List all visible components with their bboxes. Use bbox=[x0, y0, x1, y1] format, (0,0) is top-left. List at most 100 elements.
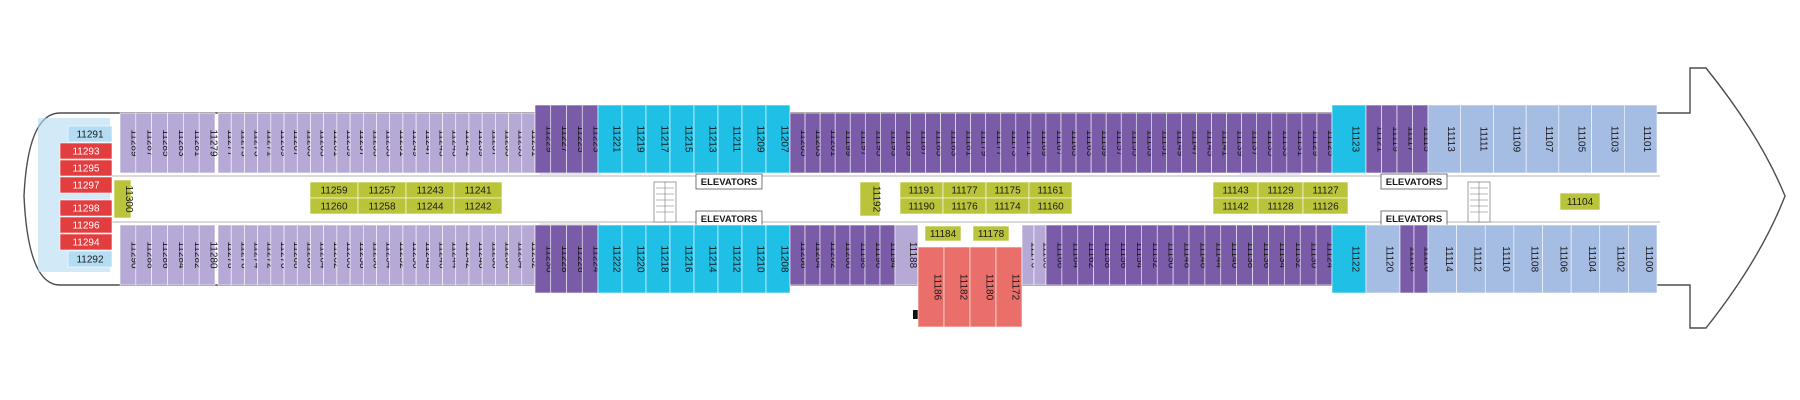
cabin-11146[interactable]: 11146 bbox=[1188, 224, 1208, 286]
cabin-11107[interactable]: 11107 bbox=[1525, 104, 1560, 174]
cabin-11296[interactable]: 11296 bbox=[59, 216, 113, 234]
cabin-11108[interactable]: 11108 bbox=[1513, 224, 1543, 294]
cabin-11119[interactable]: 11119 bbox=[1381, 104, 1401, 174]
cabin-11258[interactable]: 11258 bbox=[349, 224, 368, 286]
cabin-11211[interactable]: 11211 bbox=[717, 104, 743, 174]
cabin-11273[interactable]: 11273 bbox=[244, 112, 263, 174]
cabin-11244[interactable]: 11244 bbox=[405, 197, 455, 215]
cabin-11226[interactable]: 11226 bbox=[566, 224, 586, 294]
cabin-11110[interactable]: 11110 bbox=[1484, 224, 1515, 294]
cabin-11232[interactable]: 11232 bbox=[521, 224, 540, 286]
cabin-11213[interactable]: 11213 bbox=[693, 104, 719, 174]
cabin-11257[interactable]: 11257 bbox=[349, 112, 368, 174]
cabin-11282[interactable]: 11282 bbox=[183, 224, 203, 286]
cabin-11102[interactable]: 11102 bbox=[1599, 224, 1629, 294]
cabin-11286[interactable]: 11286 bbox=[151, 224, 171, 286]
cabin-11142[interactable]: 11142 bbox=[1212, 197, 1259, 215]
cabin-11292[interactable]: 11292 bbox=[67, 250, 113, 268]
cabin-11229[interactable]: 11229 bbox=[534, 104, 554, 174]
cabin-11291[interactable]: 11291 bbox=[67, 125, 113, 143]
cabin-11190[interactable]: 11190 bbox=[899, 197, 944, 215]
cabin-11198[interactable]: 11198 bbox=[849, 224, 869, 286]
cabin-11276[interactable]: 11276 bbox=[230, 224, 249, 286]
cabin-11184[interactable]: 11184 bbox=[924, 225, 962, 242]
cabin-11203[interactable]: 11203 bbox=[804, 112, 824, 174]
cabin-11160[interactable]: 11160 bbox=[1028, 197, 1073, 215]
cabin-11128[interactable]: 11128 bbox=[1257, 197, 1304, 215]
cabin-11105[interactable]: 11105 bbox=[1558, 104, 1592, 174]
cabin-11267[interactable]: 11267 bbox=[283, 112, 302, 174]
cabin-11216[interactable]: 11216 bbox=[669, 224, 695, 294]
cabin-11212[interactable]: 11212 bbox=[717, 224, 743, 294]
cabin-11280[interactable]: 11280 bbox=[198, 224, 219, 286]
cabin-11189[interactable]: 11189 bbox=[895, 112, 914, 174]
cabin-11152[interactable]: 11152 bbox=[1141, 224, 1161, 286]
cabin-11262[interactable]: 11262 bbox=[323, 224, 342, 286]
cabin-11182[interactable]: 11182 bbox=[943, 246, 971, 328]
cabin-11197[interactable]: 11197 bbox=[849, 112, 869, 174]
cabin-11157[interactable]: 11157 bbox=[1105, 112, 1125, 174]
cabin-11118[interactable]: 11118 bbox=[1399, 224, 1419, 294]
cabin-11144[interactable]: 11144 bbox=[1204, 224, 1224, 286]
cabin-11242[interactable]: 11242 bbox=[453, 197, 503, 215]
cabin-11101[interactable]: 11101 bbox=[1623, 104, 1658, 174]
cabin-11270[interactable]: 11270 bbox=[270, 224, 289, 286]
cabin-11231[interactable]: 11231 bbox=[521, 112, 540, 174]
cabin-11180[interactable]: 11180 bbox=[969, 246, 997, 328]
cabin-11222[interactable]: 11222 bbox=[597, 224, 623, 294]
cabin-11219[interactable]: 11219 bbox=[621, 104, 647, 174]
cabin-11103[interactable]: 11103 bbox=[1591, 104, 1625, 174]
cabin-11175[interactable]: 11175 bbox=[985, 181, 1030, 199]
cabin-11120[interactable]: 11120 bbox=[1365, 224, 1401, 294]
cabin-11288[interactable]: 11288 bbox=[135, 224, 155, 286]
cabin-11215[interactable]: 11215 bbox=[669, 104, 695, 174]
cabin-11129[interactable]: 11129 bbox=[1257, 181, 1304, 199]
cabin-11202[interactable]: 11202 bbox=[819, 224, 839, 286]
cabin-11122[interactable]: 11122 bbox=[1331, 224, 1367, 294]
cabin-11218[interactable]: 11218 bbox=[645, 224, 671, 294]
cabin-11186[interactable]: 11186 bbox=[917, 246, 945, 328]
cabin-11126[interactable]: 11126 bbox=[1302, 197, 1349, 215]
cabin-11230[interactable]: 11230 bbox=[534, 224, 554, 294]
cabin-11112[interactable]: 11112 bbox=[1456, 224, 1486, 294]
cabin-11208[interactable]: 11208 bbox=[765, 224, 791, 294]
cabin-11241[interactable]: 11241 bbox=[453, 181, 503, 199]
cabin-11223[interactable]: 11223 bbox=[581, 104, 602, 174]
cabin-11260[interactable]: 11260 bbox=[309, 197, 359, 215]
cabin-11283[interactable]: 11283 bbox=[167, 112, 187, 174]
cabin-11210[interactable]: 11210 bbox=[741, 224, 767, 294]
cabin-11178[interactable]: 11178 bbox=[972, 225, 1010, 242]
cabin-11300[interactable]: 11300 bbox=[113, 179, 134, 219]
cabin-11228[interactable]: 11228 bbox=[550, 224, 570, 294]
cabin-11220[interactable]: 11220 bbox=[621, 224, 647, 294]
cabin-11172[interactable]: 11172 bbox=[995, 246, 1023, 328]
cabin-11174[interactable]: 11174 bbox=[985, 197, 1030, 215]
cabin-11264[interactable]: 11264 bbox=[310, 224, 329, 286]
cabin-11109[interactable]: 11109 bbox=[1493, 104, 1527, 174]
cabin-11104[interactable]: 11104 bbox=[1570, 224, 1601, 294]
cabin-11191[interactable]: 11191 bbox=[899, 181, 944, 199]
cabin-11127[interactable]: 11127 bbox=[1302, 181, 1349, 199]
cabin-11193[interactable]: 11193 bbox=[880, 112, 899, 174]
cabin-11217[interactable]: 11217 bbox=[645, 104, 671, 174]
cabin-11293[interactable]: 11293 bbox=[59, 142, 113, 160]
cabin-11297[interactable]: 11297 bbox=[59, 176, 113, 194]
cabin-11129[interactable]: 11129 bbox=[1301, 112, 1321, 174]
cabin-11154[interactable]: 11154 bbox=[1125, 224, 1145, 286]
cabin-11177[interactable]: 11177 bbox=[942, 181, 987, 199]
cabin-11259[interactable]: 11259 bbox=[309, 181, 359, 199]
cabin-11192[interactable]: 11192 bbox=[859, 181, 882, 217]
cabin-11254[interactable]: 11254 bbox=[376, 224, 395, 286]
cabin-11221[interactable]: 11221 bbox=[597, 104, 623, 174]
cabin-11279[interactable]: 11279 bbox=[198, 112, 219, 174]
cabin-11298[interactable]: 11298 bbox=[59, 199, 113, 217]
cabin-11116[interactable]: 11116 bbox=[1413, 224, 1433, 294]
cabin-11295[interactable]: 11295 bbox=[59, 159, 113, 177]
cabin-11188[interactable]: 11188 bbox=[894, 224, 919, 286]
cabin-11100[interactable]: 11100 bbox=[1628, 224, 1658, 294]
cabin-11123[interactable]: 11123 bbox=[1331, 104, 1367, 174]
cabin-11106[interactable]: 11106 bbox=[1542, 224, 1572, 294]
cabin-11243[interactable]: 11243 bbox=[442, 112, 461, 174]
cabin-11113[interactable]: 11113 bbox=[1427, 104, 1462, 174]
cabin-11257[interactable]: 11257 bbox=[357, 181, 407, 199]
